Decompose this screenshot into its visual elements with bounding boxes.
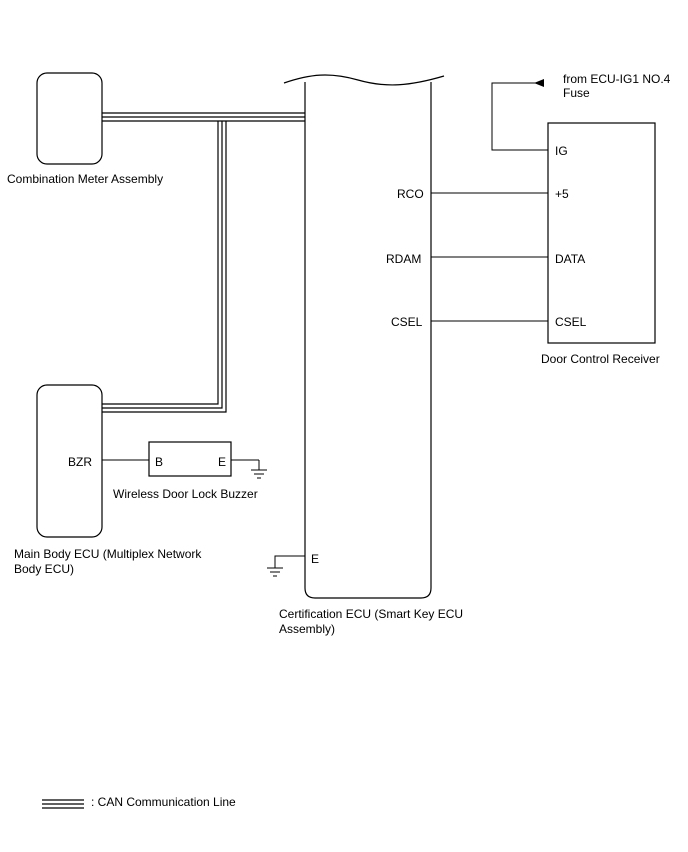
pin-rdam: RDAM xyxy=(386,252,421,266)
pin-data: DATA xyxy=(555,252,585,266)
pin-csel-receiver: CSEL xyxy=(555,315,587,329)
main-body-ecu-label-line2: Body ECU) xyxy=(14,562,74,576)
can-bus-lines xyxy=(102,112,305,413)
combination-meter-label: Combination Meter Assembly xyxy=(7,172,163,186)
pin-bzr: BZR xyxy=(68,455,92,469)
main-body-ecu-label-line1: Main Body ECU (Multiplex Network xyxy=(14,547,202,561)
break-line xyxy=(283,74,445,86)
wire-ecu-ground xyxy=(274,555,305,568)
certification-ecu-label-line2: Assembly) xyxy=(279,622,335,636)
buzzer-label: Wireless Door Lock Buzzer xyxy=(113,487,258,501)
certification-ecu-label-line1: Certification ECU (Smart Key ECU xyxy=(279,607,463,621)
pin-ecu-ground: E xyxy=(311,552,319,566)
ground-icon xyxy=(251,460,267,479)
main-body-ecu-box xyxy=(36,384,103,538)
pin-plus5: +5 xyxy=(555,187,569,201)
arrow-icon xyxy=(534,79,544,87)
combination-meter-box xyxy=(36,72,103,165)
pin-buzzer-b: B xyxy=(155,455,163,469)
pin-rco: RCO xyxy=(397,187,424,201)
buzzer-box xyxy=(148,441,232,477)
door-control-receiver-label: Door Control Receiver xyxy=(541,352,660,366)
pin-buzzer-e: E xyxy=(218,455,226,469)
door-control-receiver-box xyxy=(547,122,656,344)
power-source-line1: from ECU-IG1 NO.4 xyxy=(563,72,671,86)
wire-ig xyxy=(491,82,548,151)
legend-can-symbol xyxy=(42,799,84,809)
ground-icon xyxy=(267,567,283,577)
legend-can-label: : CAN Communication Line xyxy=(91,795,236,809)
power-source-line2: Fuse xyxy=(563,86,590,100)
certification-ecu-box xyxy=(304,82,432,599)
pin-csel-ecu: CSEL xyxy=(391,315,423,329)
pin-ig: IG xyxy=(555,144,568,158)
